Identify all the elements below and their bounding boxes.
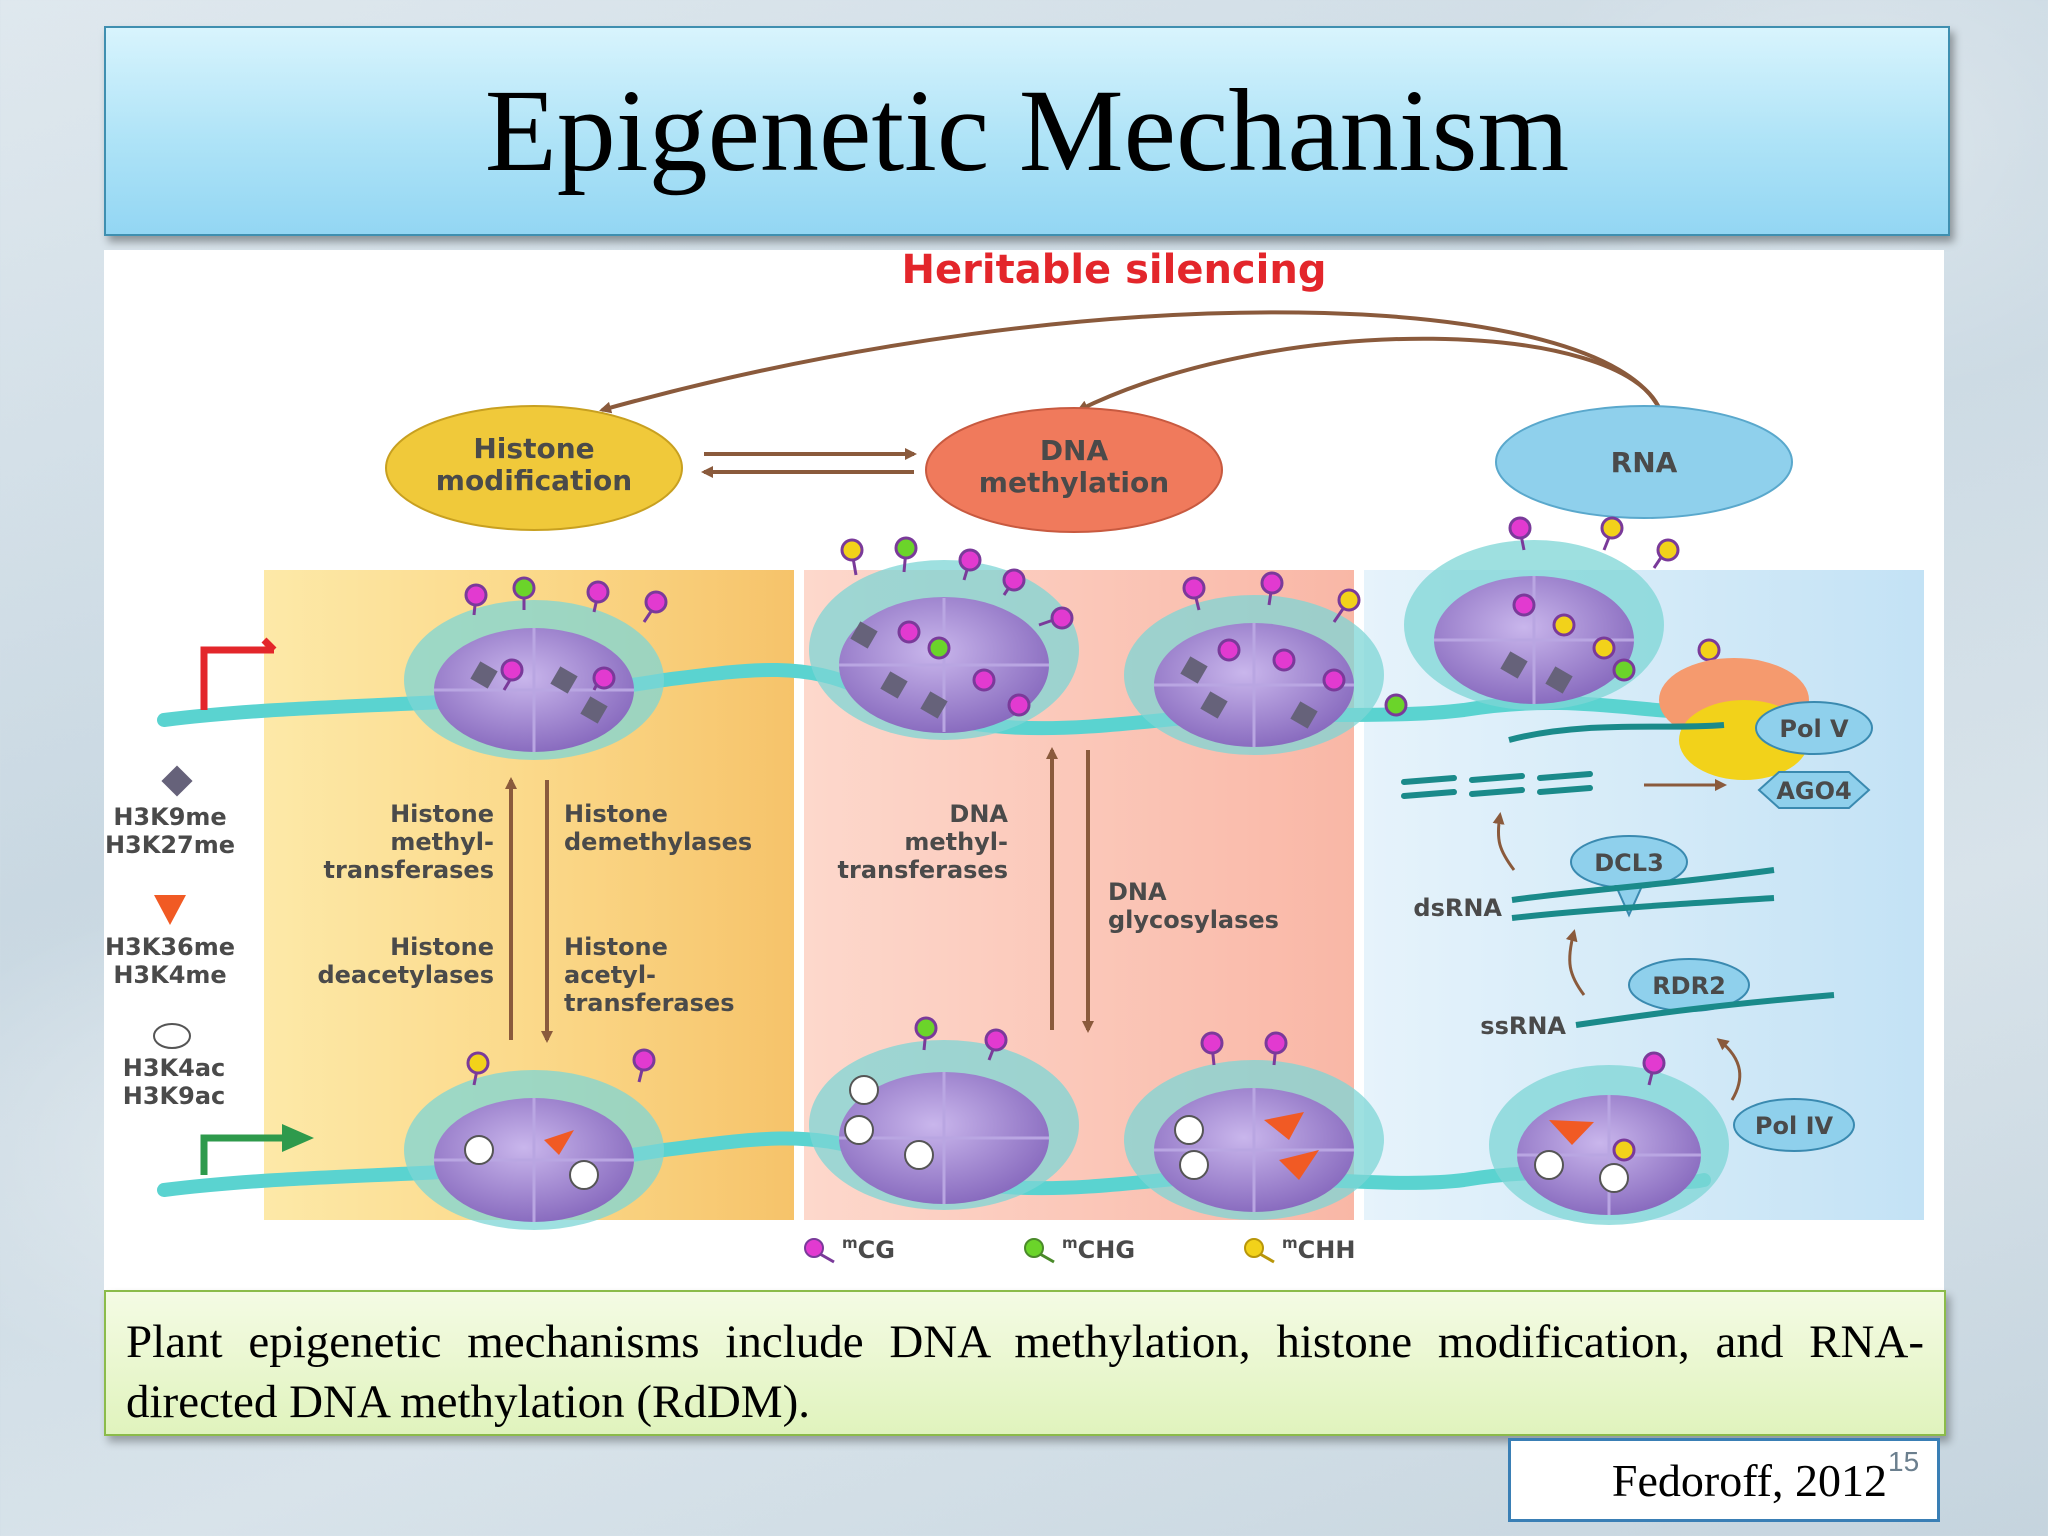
arrow-to-ssrna bbox=[1716, 1038, 1742, 1101]
ssrna-strand bbox=[1575, 992, 1835, 1028]
histone-mark-legend: H3K9me H3K27me H3K36me H3K4me H3K4ac H3K… bbox=[105, 765, 235, 1110]
legend-sup: m bbox=[842, 1234, 858, 1252]
enzyme-label: DNA bbox=[1108, 878, 1167, 906]
enzyme-label: transferases bbox=[838, 856, 1008, 884]
promoter-on-icon bbox=[200, 1134, 294, 1175]
histone-enzyme-labels: Histone methyl- transferases Histone dem… bbox=[317, 800, 752, 1017]
legend-sup: m bbox=[1062, 1234, 1078, 1252]
svg-text:mCHG: mCHG bbox=[1062, 1234, 1135, 1264]
caption-text: Plant epigenetic mechanisms include DNA … bbox=[126, 1316, 1924, 1428]
caption-box: Plant epigenetic mechanisms include DNA … bbox=[104, 1290, 1946, 1436]
silencing-arc-arrow bbox=[599, 310, 1662, 414]
legend-label: H3K27me bbox=[105, 831, 235, 859]
nucleosome-active bbox=[1124, 1060, 1384, 1220]
diamond-mark-icon bbox=[161, 765, 193, 797]
svg-text:mCHH: mCHH bbox=[1282, 1234, 1355, 1264]
dsrna-strand bbox=[1511, 867, 1775, 903]
node-label: methylation bbox=[979, 466, 1169, 499]
diagram-heading: Heritable silencing bbox=[902, 250, 1327, 293]
diagram-svg: Heritable silencing Histone modification… bbox=[105, 250, 1924, 1264]
dcl3-label: DCL3 bbox=[1594, 849, 1664, 877]
nucleosome-active bbox=[809, 1040, 1079, 1210]
dsrna-strand bbox=[1511, 895, 1775, 921]
legend-label: H3K9ac bbox=[123, 1082, 226, 1110]
silencing-arc-arrow bbox=[1076, 336, 1662, 412]
enzyme-label: demethylases bbox=[564, 828, 752, 856]
svg-text:mCG: mCG bbox=[842, 1234, 895, 1264]
dna-methylation-node: DNA methylation bbox=[925, 407, 1223, 533]
sirna-duplexes bbox=[1401, 771, 1593, 799]
enzyme-label: glycosylases bbox=[1108, 906, 1279, 934]
nascent-rna bbox=[1508, 722, 1725, 743]
legend-label: H3K36me bbox=[105, 933, 235, 961]
rdr2-label: RDR2 bbox=[1652, 972, 1726, 1000]
epigenetic-diagram: Heritable silencing Histone modification… bbox=[104, 250, 1944, 1290]
dna-enzyme-labels: DNA methyl- transferases DNA glycosylase… bbox=[838, 800, 1279, 934]
slide-title: Epigenetic Mechanism bbox=[484, 65, 1570, 196]
pol-v-node bbox=[1755, 701, 1873, 755]
enzyme-label: Histone bbox=[390, 933, 494, 961]
legend-label: CHH bbox=[1298, 1236, 1356, 1264]
enzyme-label: transferases bbox=[324, 856, 494, 884]
ago4-node bbox=[1757, 771, 1871, 809]
enzyme-label: methyl- bbox=[390, 828, 494, 856]
legend-label: H3K4me bbox=[113, 961, 226, 989]
enzyme-label: acetyl- bbox=[564, 961, 656, 989]
enzyme-label: DNA bbox=[949, 800, 1008, 828]
ssrna-label: ssRNA bbox=[1480, 1012, 1566, 1040]
nucleosome-silenced bbox=[1404, 540, 1664, 710]
enzyme-label: methyl- bbox=[904, 828, 1008, 856]
legend-sup: m bbox=[1282, 1234, 1298, 1252]
node-label: modification bbox=[436, 464, 632, 497]
nucleosome-silenced bbox=[404, 600, 664, 760]
nucleosome-silenced bbox=[1124, 595, 1384, 755]
mcg-legend: mCG bbox=[804, 1234, 895, 1264]
ago4-label: AGO4 bbox=[1776, 777, 1851, 805]
citation-text: Fedoroff, 2012 bbox=[1611, 1454, 1887, 1506]
pol-iv-label: Pol IV bbox=[1755, 1112, 1834, 1140]
citation-box: Fedoroff, 2012 bbox=[1508, 1438, 1940, 1522]
circle-mark-icon bbox=[153, 1023, 191, 1049]
methylation-legend: mCG mCHG mCHH bbox=[804, 1234, 1355, 1264]
title-banner: Epigenetic Mechanism bbox=[104, 26, 1950, 236]
legend-label: H3K4ac bbox=[123, 1054, 226, 1082]
triangle-mark-icon bbox=[154, 895, 186, 925]
legend-label: CG bbox=[858, 1236, 895, 1264]
slide-number: 15 bbox=[1888, 1446, 1920, 1477]
rddm-pathway: Pol V AGO4 DCL3 dsRNA RDR2 ssRNA Pol IV bbox=[1401, 658, 1873, 1152]
legend-label: H3K9me bbox=[113, 803, 226, 831]
rna-node: RNA bbox=[1495, 405, 1793, 519]
pol-v-label: Pol V bbox=[1779, 715, 1849, 743]
nucleosome-active bbox=[1489, 1065, 1729, 1225]
dsrna-label: dsRNA bbox=[1413, 894, 1502, 922]
enzyme-label: deacetylases bbox=[317, 961, 494, 989]
mchh-legend: mCHH bbox=[1244, 1234, 1355, 1264]
arrow-dicing bbox=[1492, 812, 1516, 871]
mchg-legend: mCHG bbox=[1024, 1234, 1135, 1264]
arrow-to-dsrna bbox=[1565, 929, 1586, 996]
node-label: RNA bbox=[1611, 446, 1678, 479]
legend-label: CHG bbox=[1078, 1236, 1135, 1264]
pol-iv-node bbox=[1733, 1098, 1855, 1152]
histone-modification-node: Histone modification bbox=[385, 405, 683, 531]
promoter-off-icon bbox=[200, 637, 277, 710]
methylation-pins bbox=[464, 516, 1721, 1162]
enzyme-label: transferases bbox=[564, 989, 734, 1017]
enzyme-label: Histone bbox=[390, 800, 494, 828]
nucleosome-active bbox=[404, 1070, 664, 1230]
enzyme-label: Histone bbox=[564, 800, 668, 828]
node-label: Histone bbox=[473, 432, 594, 465]
promoter-on-arrowhead bbox=[282, 1124, 314, 1152]
enzyme-label: Histone bbox=[564, 933, 668, 961]
node-label: DNA bbox=[1040, 434, 1109, 467]
